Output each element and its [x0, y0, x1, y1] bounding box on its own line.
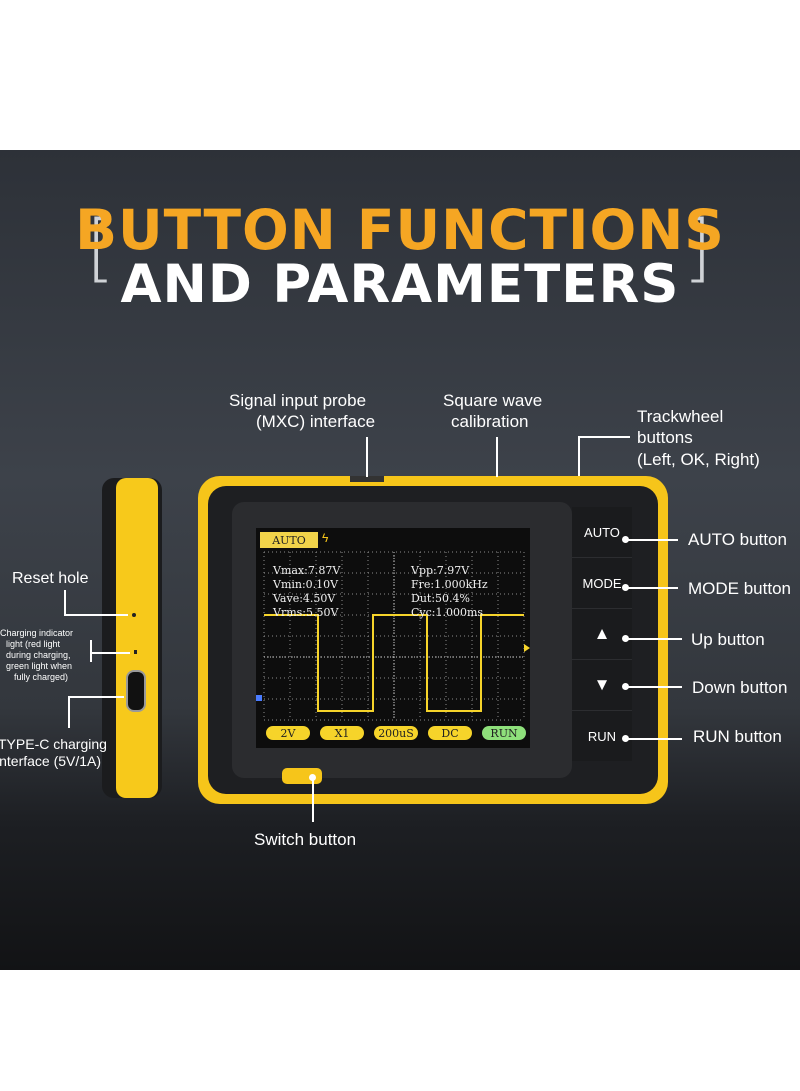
label-reset-hole: Reset hole — [12, 570, 89, 587]
label-typec-2: interface (5V/1A) — [0, 753, 102, 769]
dot-down — [622, 683, 629, 690]
leader-reset-v — [64, 590, 66, 616]
reading-vpp: Vpp:7.97V — [411, 564, 470, 577]
label-charging-4: green light when — [6, 661, 73, 671]
oscilloscope-screen: AUTO ϟ Vmax:7.87V Vmin:0.10V Vave:4.50V … — [256, 528, 530, 748]
leader-square-wave — [496, 437, 498, 477]
pill-volts: 2V — [266, 726, 310, 740]
label-trackwheel-1: Trackwheel — [637, 407, 724, 426]
pill-probe: X1 — [320, 726, 364, 740]
label-signal-probe-1: Signal input probe — [229, 391, 367, 410]
leader-typec-h — [68, 696, 124, 698]
label-switch-button: Switch button — [254, 830, 357, 849]
reset-hole — [132, 613, 136, 617]
dot-run — [622, 735, 629, 742]
side-view-yellow-shell — [116, 478, 158, 798]
channel-marker — [256, 695, 262, 701]
label-mode-button: MODE button — [688, 579, 791, 598]
leader-trackwheel-v — [578, 436, 580, 476]
reading-vmin: Vmin:0.10V — [273, 578, 339, 591]
pill-coupling: DC — [428, 726, 472, 740]
switch-button — [282, 768, 322, 784]
label-trackwheel-2: buttons — [637, 428, 693, 447]
pill-timebase: 200uS — [374, 726, 418, 740]
hardware-button-column: AUTO MODE ▲ ▼ RUN — [572, 502, 632, 778]
auto-hw-button: AUTO — [572, 507, 632, 558]
label-auto-button: AUTO button — [688, 530, 787, 549]
bracket-right: ] — [683, 205, 712, 291]
dot-switch — [309, 774, 316, 781]
title-line-1: BUTTON FUNCTIONS — [75, 198, 725, 262]
leader-signal-probe — [366, 437, 368, 477]
leader-switch — [312, 778, 314, 822]
label-square-wave-1: Square wave — [443, 391, 543, 410]
label-down-button: Down button — [692, 678, 788, 697]
label-square-wave-2: calibration — [451, 412, 529, 431]
product-banner: [ ] BUTTON FUNCTIONS AND PARAMETERS AUTO… — [0, 150, 800, 970]
typec-port — [126, 670, 146, 712]
leader-up — [626, 638, 682, 640]
label-charging-2: light (red light — [6, 639, 61, 649]
reading-fre: Fre:1.000kHz — [411, 578, 488, 591]
trigger-icon: ϟ — [322, 531, 329, 545]
leader-trackwheel-h — [578, 436, 630, 438]
label-signal-probe-2: (MXC) interface — [256, 412, 376, 431]
reading-vmax: Vmax:7.87V — [273, 564, 341, 577]
label-charging-3: during charging, — [6, 650, 71, 660]
screen-graphics — [256, 551, 530, 721]
up-hw-button: ▲ — [572, 609, 632, 660]
reading-dut: Dut:50.4% — [411, 592, 470, 605]
reading-cyc: Cyc:1.000ms — [411, 606, 484, 619]
leader-run — [626, 738, 682, 740]
label-typec-1: TYPE-C charging — [0, 736, 107, 752]
label-up-button: Up button — [691, 630, 765, 649]
label-charging-1: Charging indicator — [0, 628, 74, 638]
leader-down — [626, 686, 682, 688]
title-line-2: AND PARAMETERS — [120, 254, 680, 315]
leader-auto — [626, 539, 678, 541]
bracket-left: [ — [86, 205, 115, 291]
label-trackwheel-3: (Left, OK, Right) — [637, 450, 760, 469]
square-waveform — [264, 614, 524, 712]
dot-auto — [622, 536, 629, 543]
leader-typec-v — [68, 696, 70, 728]
pill-run: RUN — [482, 726, 526, 740]
reading-vave: Vave:4.50V — [273, 592, 336, 605]
label-run-button: RUN button — [693, 727, 782, 746]
leader-mode — [626, 587, 678, 589]
leader-reset-h — [64, 614, 128, 616]
reading-vrms: Vrms:5.50V — [273, 606, 339, 619]
leader-charging-h — [90, 652, 130, 654]
trigger-level-marker — [524, 644, 530, 652]
charging-indicator-light — [134, 650, 137, 654]
mode-hw-button: MODE — [572, 558, 632, 609]
dot-up — [622, 635, 629, 642]
label-charging-5: fully charged) — [14, 672, 69, 682]
dot-mode — [622, 584, 629, 591]
mode-tag: AUTO — [260, 532, 318, 548]
signal-probe-port — [350, 476, 384, 482]
leader-charging-v — [90, 640, 92, 662]
